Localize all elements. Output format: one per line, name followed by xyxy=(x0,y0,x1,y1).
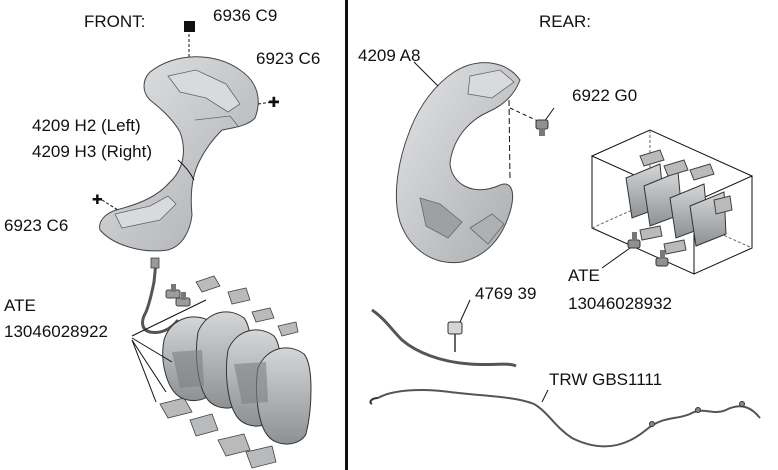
front-screw-bottom: ✚ xyxy=(92,192,119,211)
callout-front-sensor-clip: 6936 C9 xyxy=(213,6,278,25)
front-dust-shield xyxy=(99,56,259,252)
front-pad-clips xyxy=(159,275,299,469)
rear-brake-pads xyxy=(625,149,733,247)
callout-front-pads-number: 13046028922 xyxy=(4,322,109,341)
front-brake-pads xyxy=(162,311,312,445)
callout-rear-pads-number: 13046028932 xyxy=(568,294,673,313)
rear-bolt xyxy=(535,107,555,136)
front-wear-sensor xyxy=(141,257,180,334)
rear-wear-sensor xyxy=(371,299,517,368)
section-divider xyxy=(345,0,348,470)
svg-text:✚: ✚ xyxy=(268,94,280,110)
front-screw-top: ✚ xyxy=(257,94,280,110)
callout-rear-cable: TRW GBS1111 xyxy=(549,370,663,389)
callout-front-shield-right: 4209 H3 (Right) xyxy=(32,142,153,161)
callout-front-screw-top: 6923 C6 xyxy=(256,49,321,68)
front-ate-leaders xyxy=(131,299,207,403)
callout-rear-clip: 4769 39 xyxy=(475,284,537,303)
rear-kit-hardware xyxy=(627,225,687,267)
front-sensor-clip xyxy=(184,21,195,58)
rear-dust-shield xyxy=(395,62,541,264)
callout-front-pads-brand: ATE xyxy=(4,296,36,315)
front-heading: FRONT: xyxy=(84,12,146,31)
rear-heading: REAR: xyxy=(539,12,591,31)
front-bolts xyxy=(165,284,191,307)
callout-front-screw-bottom: 6923 C6 xyxy=(4,216,69,235)
callout-front-shield-left: 4209 H2 (Left) xyxy=(32,116,141,135)
svg-text:✚: ✚ xyxy=(92,192,103,207)
callout-rear-pads-brand: ATE xyxy=(568,266,600,285)
callout-rear-shield: 4209 A8 xyxy=(358,46,421,65)
rear-brake-cable xyxy=(369,389,761,448)
callout-rear-bolt: 6922 G0 xyxy=(572,86,638,105)
